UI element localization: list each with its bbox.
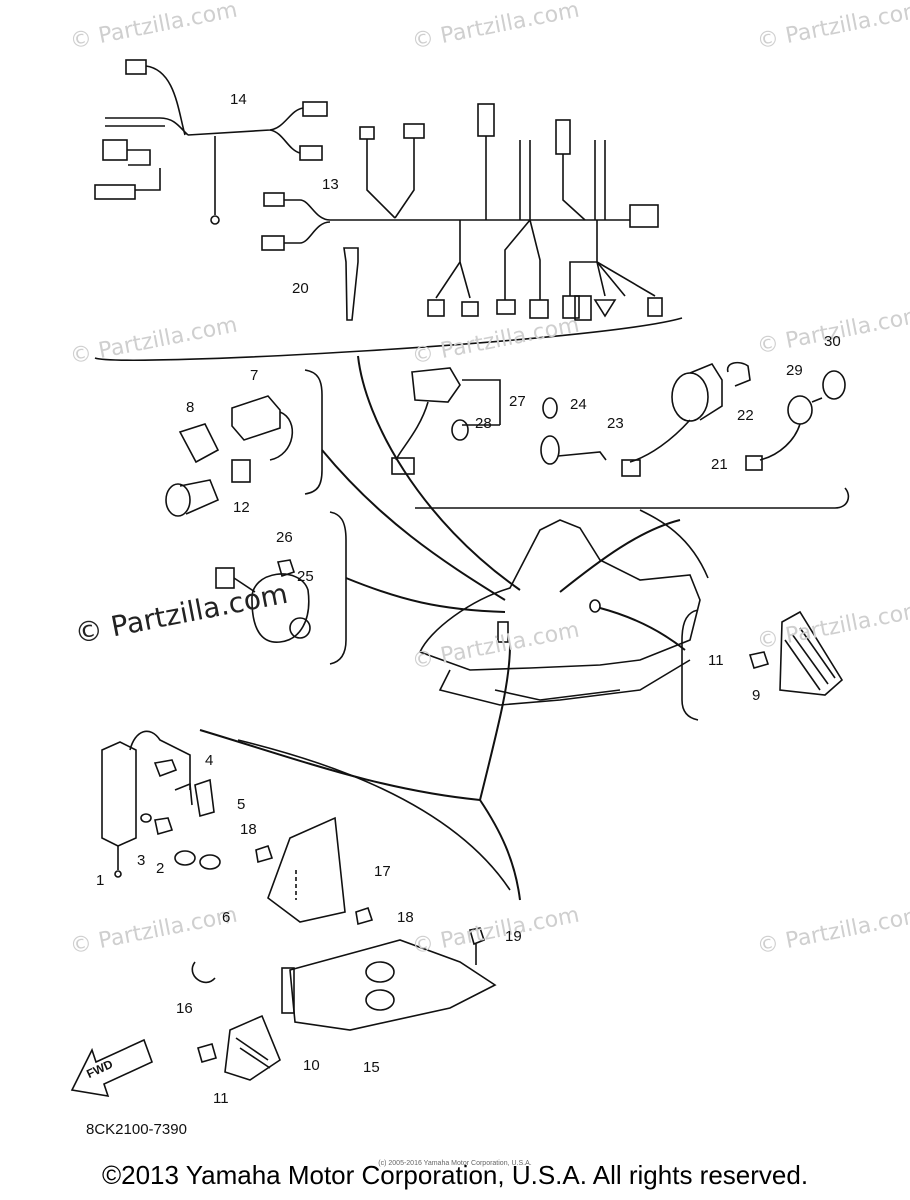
rectifier-9 <box>779 610 844 696</box>
part-label: 14 <box>230 91 247 108</box>
bolt-19 <box>468 927 485 965</box>
part-label: 10 <box>303 1057 320 1074</box>
sleeve-12 <box>165 459 251 517</box>
diagram-code: 8CK2100-7390 <box>86 1121 187 1138</box>
section-border-mid <box>329 511 347 665</box>
cable-tie-20 <box>343 247 359 321</box>
washer-3 <box>140 813 152 823</box>
relay-7 <box>231 395 294 461</box>
part-label: 2 <box>156 860 165 877</box>
section-border-ignition <box>237 739 511 891</box>
cap-4 <box>153 759 178 778</box>
section-border-top <box>94 317 683 361</box>
part-label: 24 <box>570 396 587 413</box>
part-label: 11 <box>708 652 724 669</box>
part-label: 23 <box>607 415 624 432</box>
small-copyright: (c) 2005-2016 Yamaha Motor Corporation, … <box>378 1160 532 1167</box>
socket-23 <box>540 435 607 465</box>
part-label: 30 <box>824 333 841 350</box>
switch-27 <box>391 367 501 475</box>
part-label: 17 <box>374 863 391 880</box>
fwd-arrow-icon <box>70 1038 154 1098</box>
part-label: 7 <box>250 367 259 384</box>
wire-harness-13 <box>261 103 663 321</box>
part-label: 13 <box>322 176 339 193</box>
bracket-15 <box>281 939 497 1031</box>
part-label: 18 <box>397 909 414 926</box>
part-label: 16 <box>176 1000 193 1017</box>
leader-lines <box>199 355 686 901</box>
cap-8 <box>178 423 220 464</box>
regulator-10 <box>224 1014 281 1081</box>
copyright-footer: ©2013 Yamaha Motor Corporation, U.S.A. A… <box>101 1160 809 1190</box>
part-label: 21 <box>711 456 728 473</box>
part-label: 3 <box>137 852 146 869</box>
part-label: 19 <box>505 928 522 945</box>
section-border-9 <box>681 609 699 721</box>
plug-cap-5 <box>174 778 215 818</box>
nut-18-lower <box>355 906 374 926</box>
bulb-24 <box>542 397 558 419</box>
light-29 <box>745 395 823 471</box>
ignition-coil-1 <box>101 730 191 878</box>
part-label: 20 <box>292 280 309 297</box>
part-label: 18 <box>240 821 257 838</box>
section-border-right <box>415 487 850 509</box>
bolt-2 <box>154 817 174 836</box>
part-label: 12 <box>233 499 250 516</box>
main-switch-21 <box>621 363 723 477</box>
cover-17 <box>267 816 346 923</box>
part-label: 25 <box>297 568 314 585</box>
starter-switch-25 <box>215 567 311 643</box>
clamp-16 <box>191 961 216 984</box>
part-label: 27 <box>509 393 526 410</box>
part-label: 11 <box>213 1090 229 1107</box>
part-label: 26 <box>276 529 293 546</box>
nut-11-lower <box>197 1043 217 1063</box>
part-label: 1 <box>96 872 105 889</box>
part-label: 4 <box>205 752 214 769</box>
section-border-left <box>304 369 323 495</box>
part-label: 22 <box>737 407 754 424</box>
part-label: 28 <box>475 415 492 432</box>
part-label: 8 <box>186 399 195 416</box>
wire-harness-14 <box>94 59 328 225</box>
part-label: 29 <box>786 362 803 379</box>
key-22 <box>726 361 751 387</box>
nut-26 <box>276 559 296 578</box>
part-label: 9 <box>752 687 761 704</box>
bulb-28 <box>451 419 469 441</box>
part-label: 5 <box>237 796 246 813</box>
nut-18-upper <box>255 844 274 864</box>
grommets-6 <box>174 850 221 870</box>
nut-11-upper <box>748 651 770 669</box>
part-label: 6 <box>222 909 231 926</box>
snowmobile-body <box>418 509 709 706</box>
part-label: 15 <box>363 1059 380 1076</box>
bezel-30 <box>822 370 846 400</box>
